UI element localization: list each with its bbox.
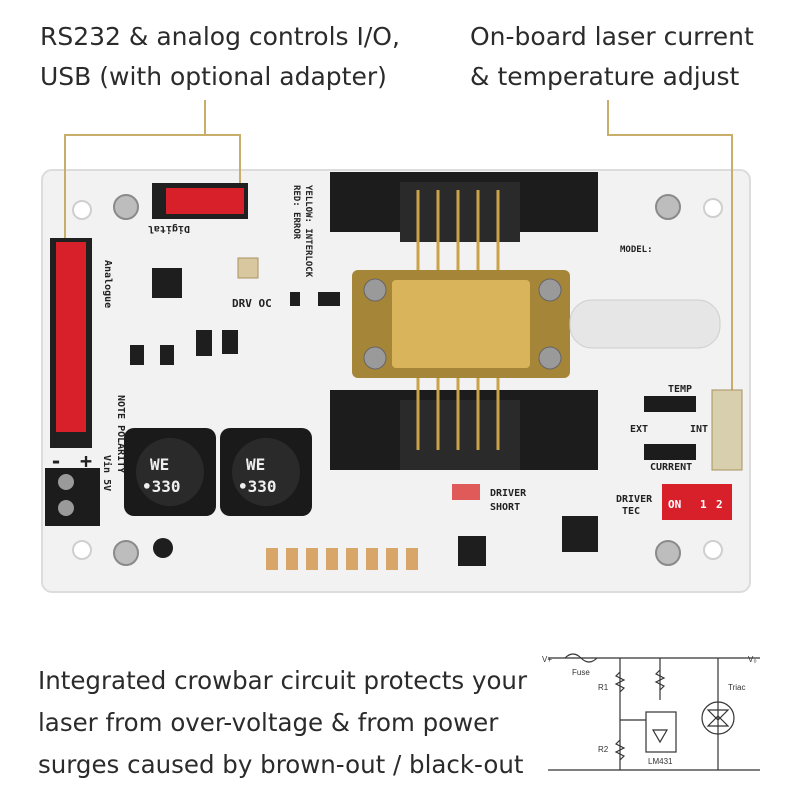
callout-io-line-1: RS232 & analog controls I/O, bbox=[40, 22, 400, 51]
callout-crowbar: Integrated crowbar circuit protects your… bbox=[38, 660, 527, 786]
schem-vout: V₀ bbox=[748, 655, 757, 664]
capacitor-row bbox=[266, 548, 418, 570]
bottom-ic-1 bbox=[458, 536, 486, 566]
label-temp: TEMP bbox=[668, 384, 692, 395]
callout-io: RS232 & analog controls I/O, USB (with o… bbox=[40, 17, 400, 97]
svg-text:WE: WE bbox=[150, 455, 169, 474]
callout-io-line-2: USB (with optional adapter) bbox=[40, 62, 387, 91]
label-analogue: Analogue bbox=[102, 260, 113, 308]
schem-lm431: LM431 bbox=[648, 757, 673, 766]
label-digital: Digital bbox=[148, 223, 190, 235]
label-error: RED: ERROR bbox=[291, 185, 301, 240]
label-dip-on: ON bbox=[668, 498, 681, 511]
label-dip-1: 1 bbox=[700, 498, 707, 511]
callout-crowbar-line-1: Integrated crowbar circuit protects your bbox=[38, 666, 528, 695]
screws bbox=[113, 194, 681, 566]
laser-mount-top bbox=[330, 172, 598, 242]
label-minus: - bbox=[50, 449, 62, 473]
dip-switch bbox=[662, 484, 732, 520]
schem-fuse: Fuse bbox=[572, 668, 590, 677]
callout-crowbar-line-3: surges caused by brown-out / black-out bbox=[38, 750, 524, 779]
label-current: CURRENT bbox=[650, 462, 692, 473]
label-driver-short-2: SHORT bbox=[490, 502, 520, 513]
callout-adjust-line-2: & temperature adjust bbox=[470, 62, 740, 91]
logo-icon bbox=[153, 538, 173, 558]
adjust-potentiometers bbox=[711, 389, 743, 471]
power-terminal bbox=[45, 468, 100, 526]
pcb-board bbox=[41, 169, 751, 593]
label-driver-tec-2: TEC bbox=[622, 506, 640, 517]
laser-mount-bottom bbox=[330, 390, 598, 470]
label-interlock: YELLOW: INTERLOCK bbox=[303, 185, 313, 278]
laser-pins bbox=[416, 190, 500, 450]
schem-r1: R1 bbox=[598, 683, 609, 692]
label-int: INT bbox=[690, 424, 708, 435]
label-driver-short-1: DRIVER bbox=[490, 488, 527, 499]
inductor-2: WE •330 bbox=[220, 428, 312, 516]
label-driver-tec-1: DRIVER bbox=[616, 494, 653, 505]
laser-package bbox=[392, 280, 530, 368]
driver-short-switch bbox=[452, 484, 480, 500]
svg-text:•330: •330 bbox=[238, 477, 277, 496]
ic-chip bbox=[152, 268, 182, 298]
callout-crowbar-line-2: laser from over-voltage & from power bbox=[38, 708, 499, 737]
callout-adjust-line-1: On-board laser current bbox=[470, 22, 754, 51]
svg-text:•330: •330 bbox=[142, 477, 181, 496]
current-jumper bbox=[644, 444, 696, 460]
crowbar-schematic bbox=[548, 653, 760, 771]
label-note-polarity: NOTE POLARITY bbox=[115, 395, 126, 473]
analogue-connector bbox=[56, 242, 86, 432]
label-vin: Vin 5V bbox=[101, 455, 113, 491]
mounting-holes bbox=[72, 198, 723, 560]
svg-text:WE: WE bbox=[246, 455, 265, 474]
callout-adjust: On-board laser current & temperature adj… bbox=[470, 17, 754, 97]
schem-r2: R2 bbox=[598, 745, 609, 754]
label-model: MODEL: bbox=[620, 245, 653, 255]
label-drv-oc: DRV OC bbox=[232, 297, 272, 310]
bottom-ic-2 bbox=[562, 516, 598, 552]
inductor-1: WE •330 bbox=[124, 428, 216, 516]
temp-jumper bbox=[644, 396, 696, 412]
schem-vin: V+ bbox=[542, 655, 552, 664]
schem-triac: Triac bbox=[728, 683, 745, 692]
label-dip-2: 2 bbox=[716, 498, 723, 511]
label-plus: + bbox=[80, 449, 92, 473]
label-ext: EXT bbox=[630, 424, 648, 435]
fiber-groove bbox=[569, 299, 721, 349]
digital-connector bbox=[166, 188, 244, 214]
drv-oc-trimmer bbox=[237, 257, 259, 279]
